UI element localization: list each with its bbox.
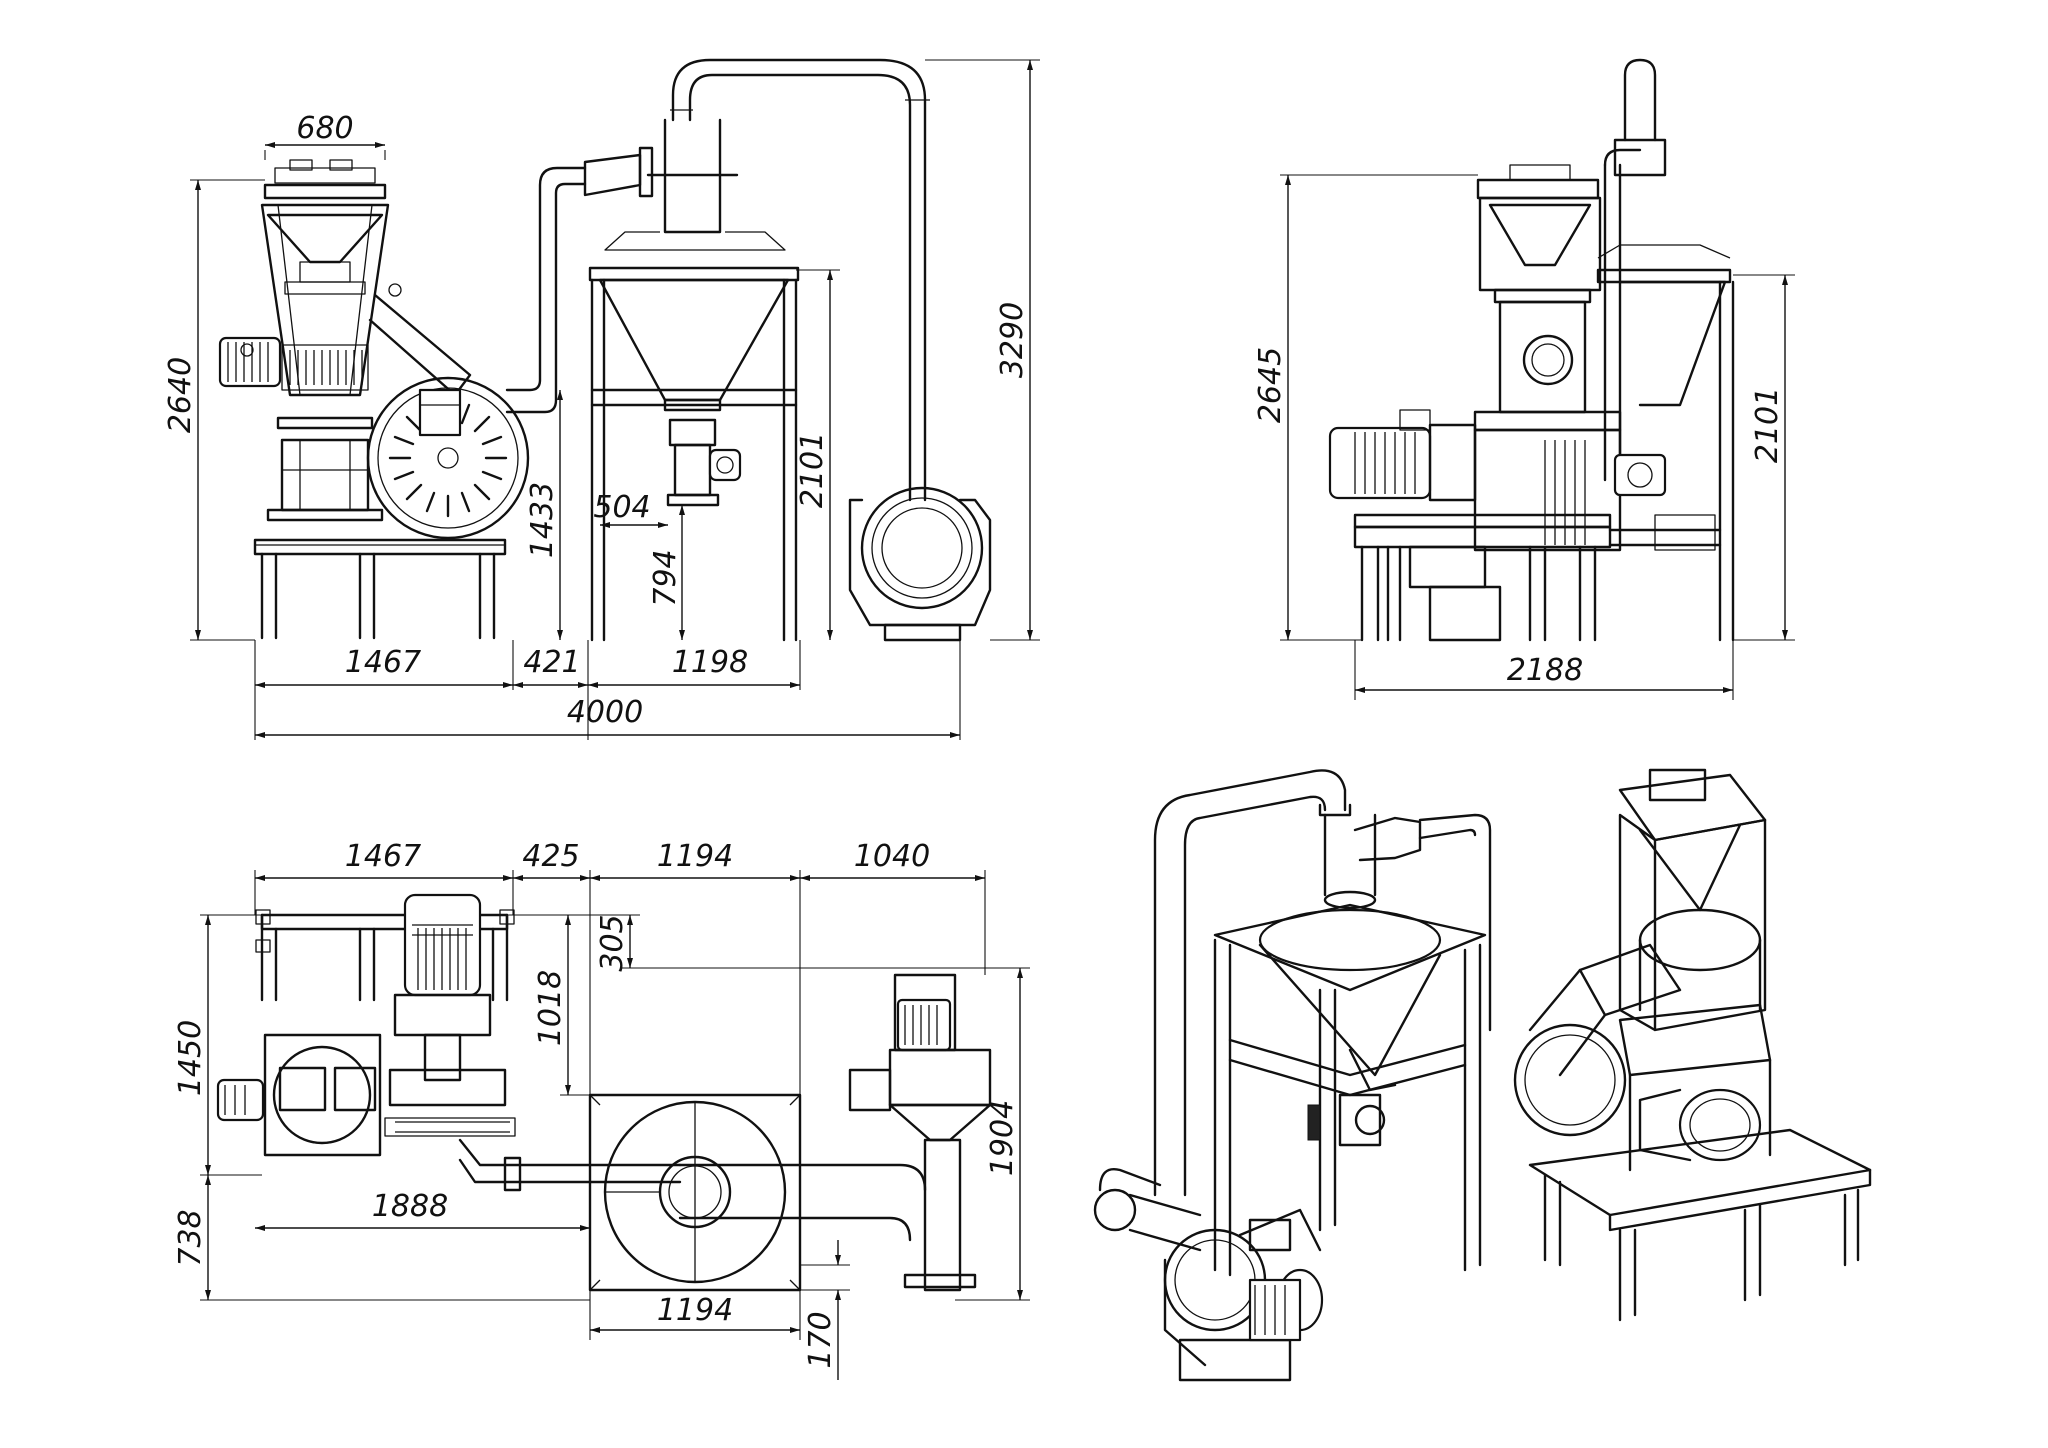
dim-2101: 2101 [795,432,830,508]
motor-icon-side [1328,409,1477,502]
front-view: 680 2640 1433 504 794 2101 3290 [163,58,1040,740]
dim-1198: 1198 [672,645,748,680]
side-dimensions: 2645 2101 2188 [1253,174,1795,700]
plan-dimensions: 1467 425 1194 1040 1450 738 1018 305 [173,839,1030,1380]
dim-680: 680 [296,111,353,146]
plan-dim-1194: 1194 [657,839,733,874]
plan-dim-1194-bottom: 1194 [657,1293,733,1328]
fan-icon [366,376,530,540]
plan-dim-1888: 1888 [372,1189,448,1224]
exhaust-fan [848,486,992,642]
cyclone-icon [588,118,800,642]
exhaust-fan-iso [1093,1168,1324,1382]
dim-2640: 2640 [163,357,198,433]
motor-icon [218,336,282,388]
side-view: 2645 2101 2188 [1253,58,1795,700]
plan-dim-1018: 1018 [533,970,568,1046]
side-dim-2101: 2101 [1750,387,1785,463]
plan-dim-1904: 1904 [985,1100,1020,1176]
dim-421: 421 [523,645,580,680]
dim-4000: 4000 [567,695,643,730]
dim-1467: 1467 [345,645,421,680]
hopper-icon [260,159,390,522]
plan-dim-425: 425 [522,839,579,874]
side-dim-2188: 2188 [1507,653,1583,688]
plan-view: 1467 425 1194 1040 1450 738 1018 305 [173,839,1030,1380]
dim-794: 794 [648,549,683,606]
dim-1433: 1433 [525,482,560,558]
isometric-view [1093,768,1872,1382]
dim-3290: 3290 [995,302,1030,378]
mill-iso [1513,768,1872,1322]
front-dimensions: 680 2640 1433 504 794 2101 3290 [163,59,1040,740]
plan-dim-1040: 1040 [854,839,930,874]
plan-dim-1450: 1450 [173,1020,208,1096]
side-dim-2645: 2645 [1253,347,1288,423]
dim-504: 504 [593,490,650,525]
motor-icon-plan [393,893,492,1082]
plan-dim-170: 170 [803,1311,838,1368]
plan-dim-1467: 1467 [345,839,421,874]
plan-dim-738: 738 [173,1209,208,1266]
plan-dim-305: 305 [595,914,630,971]
